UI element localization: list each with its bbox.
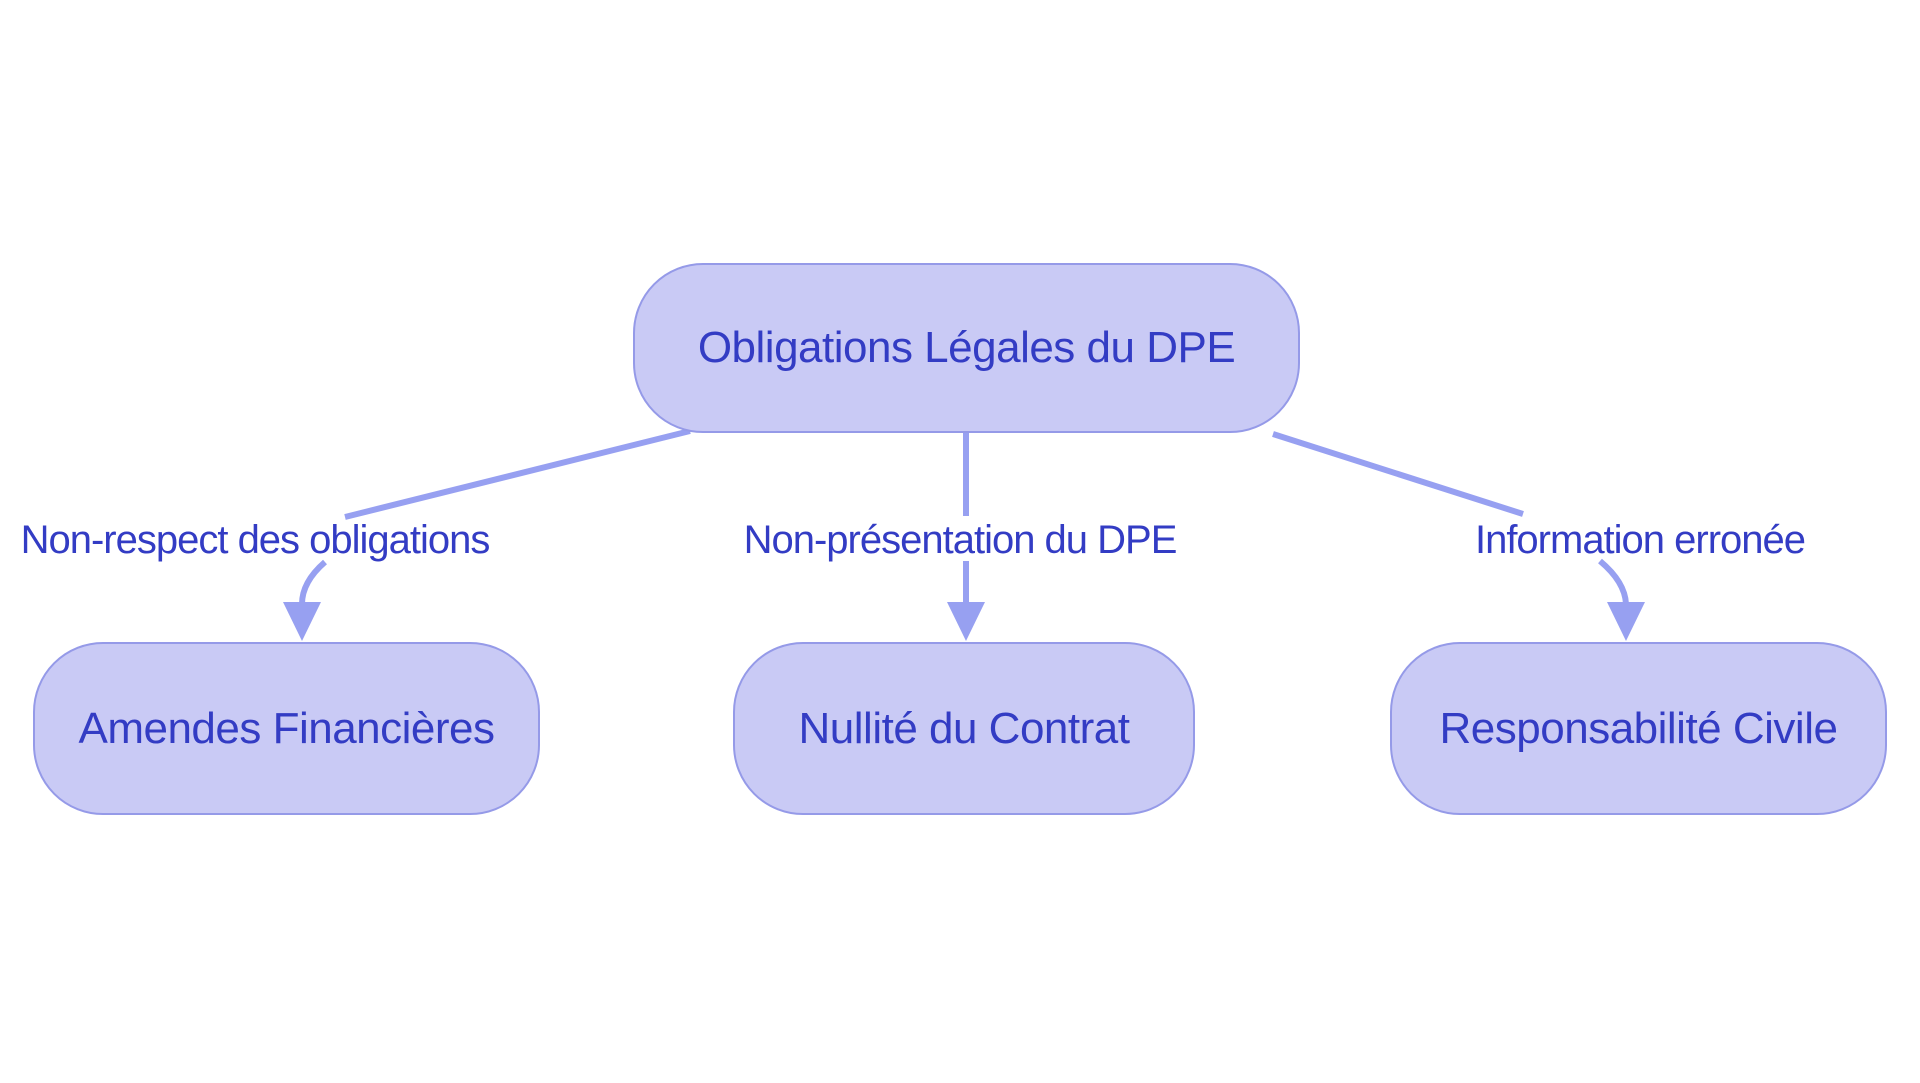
node-responsabilite-civile: Responsabilité Civile xyxy=(1390,642,1887,815)
edge-root-to-information-line xyxy=(1272,431,1524,517)
edge-label-information-erronee: Information erronée xyxy=(1474,518,1806,562)
node-label: Responsabilité Civile xyxy=(1439,703,1838,753)
edge-label-non-presentation-du-dpe: Non-présentation du DPE xyxy=(743,518,1178,562)
edge-non-respect-curve xyxy=(299,559,328,605)
arrowhead-down-icon xyxy=(283,602,321,641)
node-label: Amendes Financières xyxy=(78,703,495,753)
edge-root-to-non-respect-line xyxy=(344,428,691,520)
node-obligations-legales-du-dpe: Obligations Légales du DPE xyxy=(633,263,1300,433)
edge-information-curve xyxy=(1598,558,1629,605)
node-label: Obligations Légales du DPE xyxy=(697,323,1236,372)
node-nullite-du-contrat: Nullité du Contrat xyxy=(733,642,1195,815)
edge-label-non-respect-des-obligations: Non-respect des obligations xyxy=(20,518,491,562)
node-amendes-financieres: Amendes Financières xyxy=(33,642,540,815)
arrowhead-down-icon xyxy=(947,602,985,641)
arrowhead-down-icon xyxy=(1607,602,1645,641)
node-label: Nullité du Contrat xyxy=(798,703,1130,753)
